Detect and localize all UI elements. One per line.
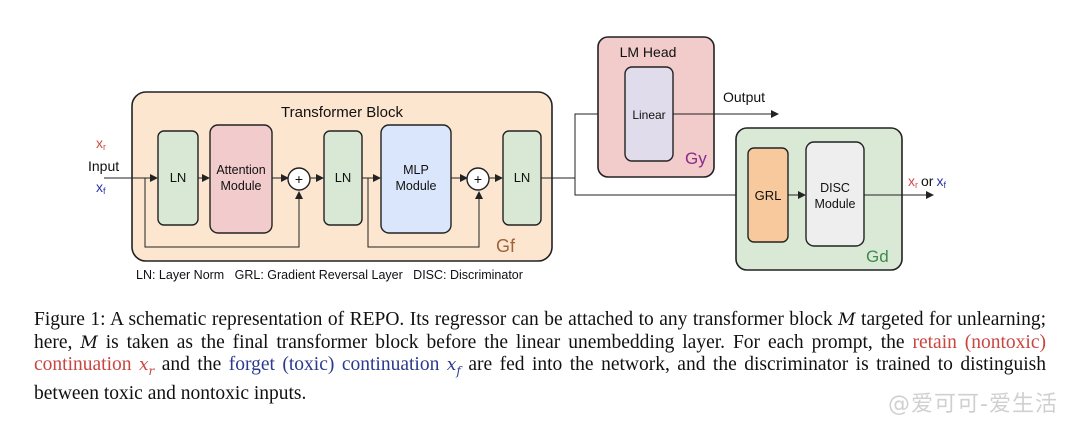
caption-text: and the	[154, 354, 229, 376]
repo-diagram: Transformer Block Gf xr Input xf LN Atte…	[88, 36, 946, 282]
math-m: M	[80, 332, 98, 353]
forget-text: forget (toxic) continuation xf	[228, 354, 461, 379]
caption-text: are fed into the network, and the discri…	[34, 354, 1047, 404]
gf-tag: Gf	[496, 236, 516, 256]
output-label: Output	[723, 89, 765, 105]
ln-label-2: LN	[335, 170, 352, 185]
mlp-label: MLP	[403, 163, 429, 177]
attention-label: Attention	[216, 163, 265, 177]
attention-module	[209, 124, 273, 234]
ln-label-3: LN	[514, 170, 531, 185]
mlp-module	[380, 124, 452, 234]
figure-caption: Figure 1: A schematic representation of …	[34, 309, 1046, 405]
residual-connection-2	[367, 178, 483, 248]
grl-label: GRL	[755, 188, 782, 203]
retain-text: retain (nontoxic) continuation xr	[34, 331, 1047, 379]
residual-connection-1	[144, 178, 303, 248]
attention-label-2: Module	[221, 179, 262, 193]
caption-text: Figure 1: A schematic representation of …	[34, 309, 839, 330]
ln-label-1: LN	[170, 170, 187, 185]
gy-tag: Gy	[685, 149, 707, 168]
disc-label-2: Module	[815, 197, 856, 211]
add-node-2	[466, 167, 490, 191]
gd-tag: Gd	[866, 247, 889, 266]
caption-text: targeted for unlearning; here,	[34, 309, 1046, 353]
transformer-block-title: Transformer Block	[281, 104, 403, 121]
xf-label: xf	[96, 179, 106, 196]
mlp-label-2: Module	[396, 179, 437, 193]
add-node-1	[287, 167, 311, 191]
input-label: Input	[88, 158, 119, 174]
caption-text: is taken as the final transformer block …	[97, 331, 913, 353]
arrow-to-grl	[574, 178, 748, 199]
legend: LN: Layer Norm GRL: Gradient Reversal La…	[136, 268, 523, 282]
plus-2: +	[474, 171, 482, 187]
linear-label: Linear	[632, 108, 665, 122]
plus-1: +	[295, 171, 303, 187]
xr-label: xr	[96, 135, 106, 152]
watermark: @爱可可-爱生活	[888, 392, 1058, 417]
lm-head-title: LM Head	[620, 44, 677, 60]
disc-module	[805, 141, 865, 247]
math-m: M	[838, 310, 856, 330]
disc-label: DISC	[820, 181, 850, 195]
